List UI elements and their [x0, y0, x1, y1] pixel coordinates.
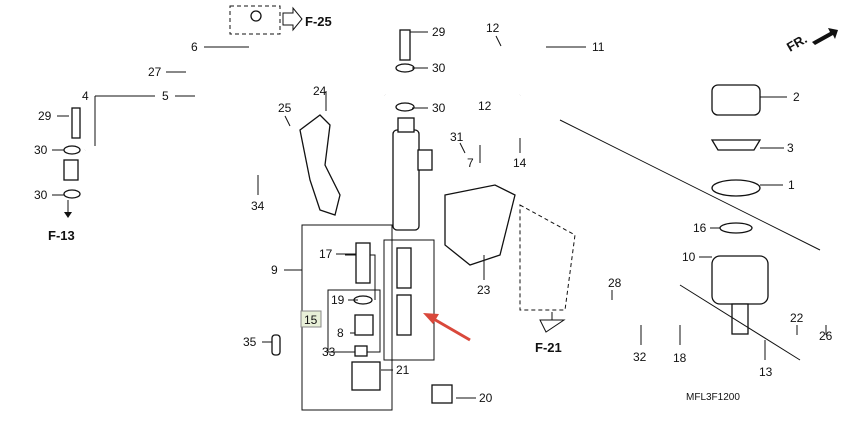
callout-30: 30 — [34, 188, 48, 202]
callout-15: 15 — [304, 313, 318, 327]
reservoir — [710, 84, 769, 335]
bracket — [299, 114, 341, 216]
callout-35: 35 — [243, 335, 257, 349]
front-direction-indicator: FR. — [784, 28, 838, 55]
callout-8: 8 — [337, 326, 344, 340]
callout-3: 3 — [787, 141, 794, 155]
master-cylinder — [392, 29, 433, 231]
callout-34: 34 — [251, 199, 265, 213]
callout-33: 33 — [322, 345, 336, 359]
callout-12: 12 — [486, 21, 500, 35]
callout-29: 29 — [38, 109, 52, 123]
ref-label-f21: F-21 — [535, 340, 562, 355]
diagram-code: MFL3F1200 — [686, 392, 740, 403]
callout-24: 24 — [313, 84, 327, 98]
callout-15-box — [300, 310, 322, 328]
ref-label-f25: F-25 — [305, 14, 332, 29]
repair-kit-frame — [301, 224, 435, 411]
callout-1: 1 — [788, 178, 795, 192]
callout-7: 7 — [467, 156, 474, 170]
callout-17: 17 — [319, 247, 333, 261]
callout-21: 21 — [396, 363, 410, 377]
callout-29: 29 — [432, 25, 446, 39]
direction-arrow-icon — [812, 28, 838, 45]
callout-31: 31 — [450, 130, 464, 144]
highlight-arrow — [423, 313, 471, 342]
callout-20: 20 — [479, 391, 493, 405]
callout-32: 32 — [633, 350, 647, 364]
callout-28: 28 — [608, 276, 622, 290]
ref-label-f13: F-13 — [48, 228, 75, 243]
callout-9: 9 — [271, 263, 278, 277]
leader-lines — [52, 31, 827, 399]
callout-5: 5 — [162, 89, 169, 103]
callout-10: 10 — [682, 250, 696, 264]
callout-11: 11 — [592, 40, 605, 54]
callout-30: 30 — [432, 61, 446, 75]
ref-f25: F-25 — [229, 5, 332, 35]
brake-hose — [82, 25, 552, 152]
callout-12: 12 — [478, 99, 492, 113]
callout-23: 23 — [477, 283, 491, 297]
callout-18: 18 — [673, 351, 687, 365]
piston-parts — [271, 242, 453, 404]
callout-22: 22 — [790, 311, 804, 325]
left-fittings: F-13 — [48, 107, 81, 243]
heat-guard-plate — [444, 184, 516, 266]
callout-13: 13 — [759, 365, 773, 379]
direction-label: FR. — [784, 31, 810, 54]
callout-4: 4 — [82, 89, 89, 103]
callout-27: 27 — [148, 65, 162, 79]
callout-30: 30 — [34, 143, 48, 157]
callout-19: 19 — [331, 293, 345, 307]
callout-26: 26 — [819, 329, 833, 343]
callout-25: 25 — [278, 101, 292, 115]
callout-6: 6 — [191, 40, 198, 54]
ref-f21: F-21 — [535, 312, 566, 355]
callout-2: 2 — [793, 90, 800, 104]
callout-16: 16 — [693, 221, 707, 235]
callout-labels: 29 6 12 11 27 30 5 4 24 30 12 2 29 25 31… — [34, 21, 833, 405]
callout-14: 14 — [513, 156, 527, 170]
reservoir-hose-line — [559, 119, 821, 361]
callout-30: 30 — [432, 101, 446, 115]
